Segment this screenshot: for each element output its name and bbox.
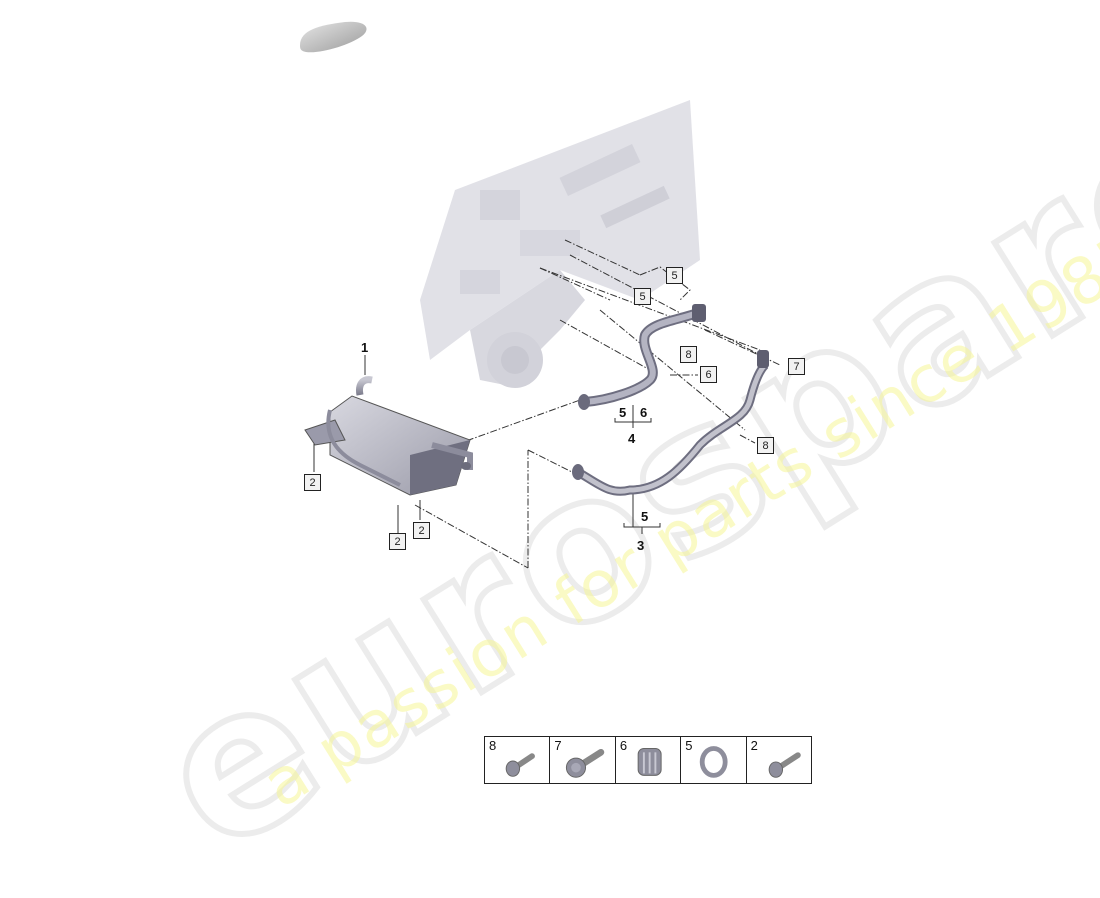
ref-number-3: 3	[637, 538, 645, 553]
callout-2-bottom-right: 2	[413, 522, 430, 539]
callout-2-bottom-left: 2	[389, 533, 406, 550]
legend-cell-5: 5	[681, 737, 747, 783]
lower-coolant-line	[572, 350, 769, 496]
legend-cell-7: 7	[550, 737, 616, 783]
small-cap-part	[300, 21, 367, 53]
group-bracket-3	[623, 523, 661, 534]
transmission-housing	[420, 100, 700, 388]
plain-leaders	[313, 355, 634, 533]
legend-number: 5	[685, 738, 693, 753]
callout-8-upper: 8	[680, 346, 697, 363]
flange-bolt-icon	[566, 748, 605, 778]
legend-cell-8: 8	[485, 737, 551, 783]
seal-ring-icon	[700, 746, 728, 778]
legend-cell-2: 2	[747, 737, 811, 783]
group-bracket-4	[614, 418, 652, 428]
ref-number-4: 4	[628, 431, 636, 446]
callout-5-upper-a: 5	[666, 267, 683, 284]
callout-5-upper-b: 5	[634, 288, 651, 305]
callout-2-left-mount: 2	[304, 474, 321, 491]
legend-number: 2	[750, 738, 758, 753]
group-4-child-5: 5	[619, 405, 627, 420]
torx-bolt-icon	[505, 753, 535, 777]
parts-drawing	[300, 21, 781, 569]
parts-legend: 8 7 6 5 2	[484, 736, 812, 784]
legend-cell-6: 6	[616, 737, 682, 783]
callout-8-lower: 8	[757, 437, 774, 454]
group-3-child-5: 5	[641, 509, 649, 524]
legend-number: 7	[554, 738, 562, 753]
clip-sleeve-icon	[637, 748, 662, 776]
group-4-child-6: 6	[640, 405, 648, 420]
legend-number: 8	[489, 738, 497, 753]
upper-coolant-line	[578, 304, 706, 410]
legend-number: 6	[619, 738, 628, 753]
torx-bolt-icon	[768, 752, 801, 778]
ref-number-1: 1	[361, 340, 369, 355]
oil-cooler	[304, 376, 473, 496]
callout-6: 6	[700, 366, 717, 383]
callout-7: 7	[788, 358, 805, 375]
